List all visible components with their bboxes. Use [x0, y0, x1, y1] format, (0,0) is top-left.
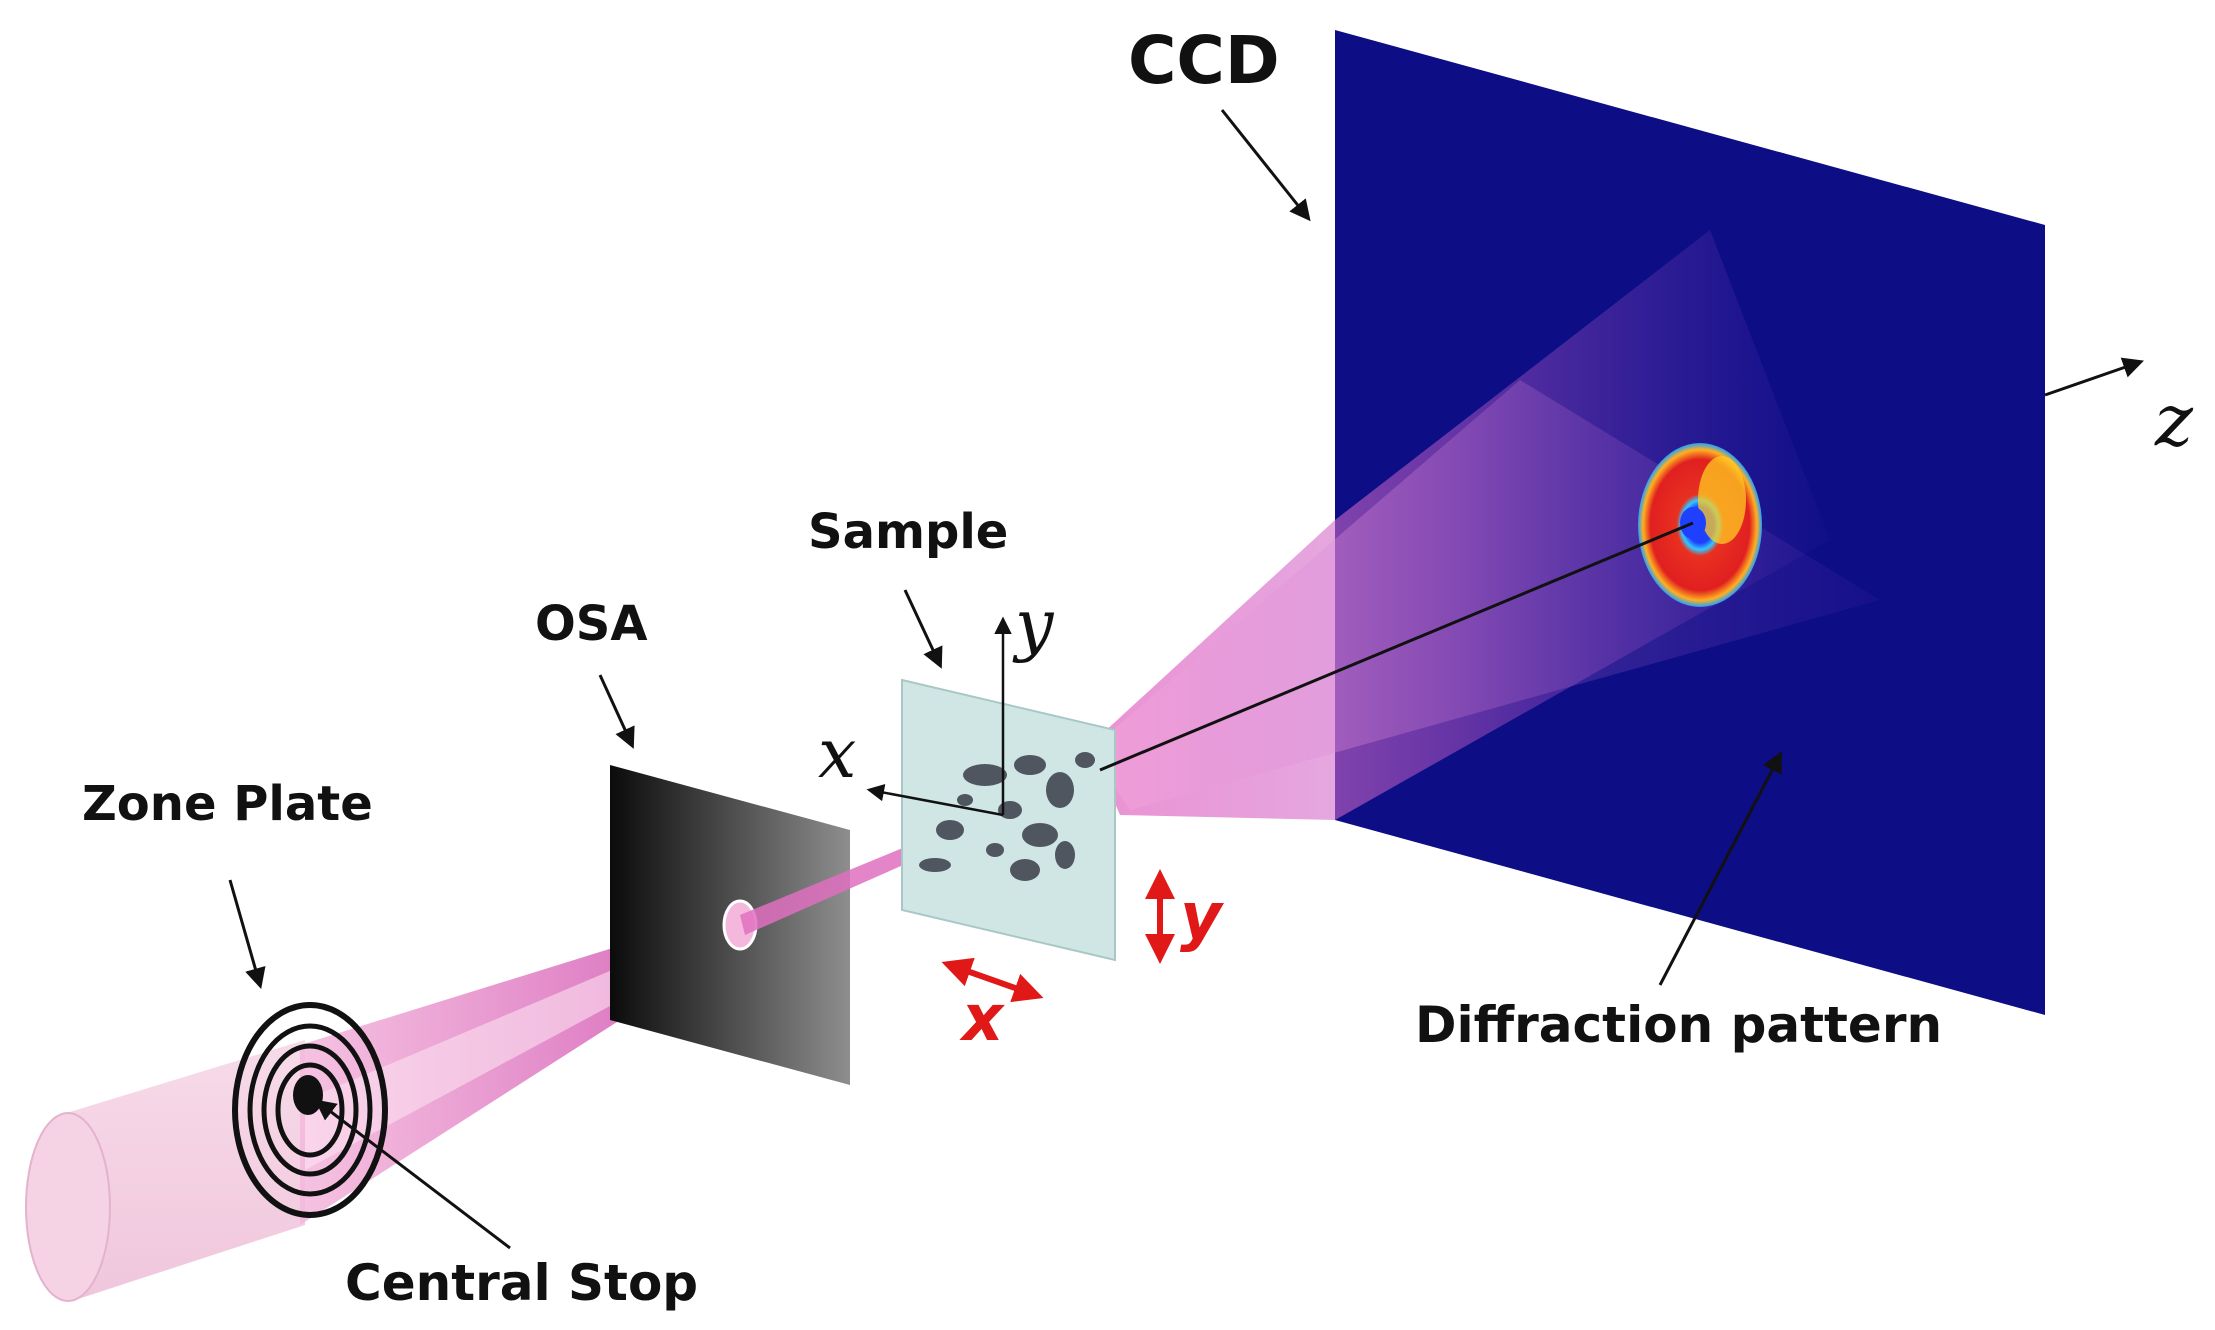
beam-tube-end: [25, 1112, 111, 1302]
diffraction-pattern-label: Diffraction pattern: [1415, 996, 1942, 1054]
z-axis: [2044, 357, 2144, 397]
sample-callout-arrow: [903, 589, 943, 669]
ccd-callout-arrow: [1220, 109, 1311, 222]
zone-plate-label: Zone Plate: [82, 776, 373, 832]
diffraction-callout-arrow: [1658, 751, 1782, 986]
z-axis-label: z: [2154, 378, 2194, 462]
central-stop: [293, 1075, 323, 1115]
zone-plate: [232, 1002, 388, 1218]
scan-y-label: y: [1180, 880, 1224, 954]
central-stop-callout-arrow: [314, 1099, 511, 1250]
ccd-label: CCD: [1128, 22, 1280, 99]
sample-y-axis-label: y: [1012, 586, 1055, 665]
sample-x-axis: [866, 783, 1004, 817]
pattern-bright-lobe: [1698, 456, 1746, 544]
scan-x-label: x: [959, 982, 1005, 1056]
sample-plate: [901, 678, 1116, 962]
central-stop-label: Central Stop: [345, 1254, 698, 1312]
sample-label: Sample: [808, 504, 1008, 560]
scan-x-arrow: [941, 957, 1044, 1003]
beam-axis-line: [1099, 521, 1694, 772]
sample-x-axis-label: x: [818, 715, 856, 794]
osa-label: OSA: [535, 596, 648, 652]
osa-callout-arrow: [598, 674, 635, 749]
incident-beam-tube: [60, 1040, 305, 1300]
zone-plate-callout-arrow: [228, 879, 266, 990]
